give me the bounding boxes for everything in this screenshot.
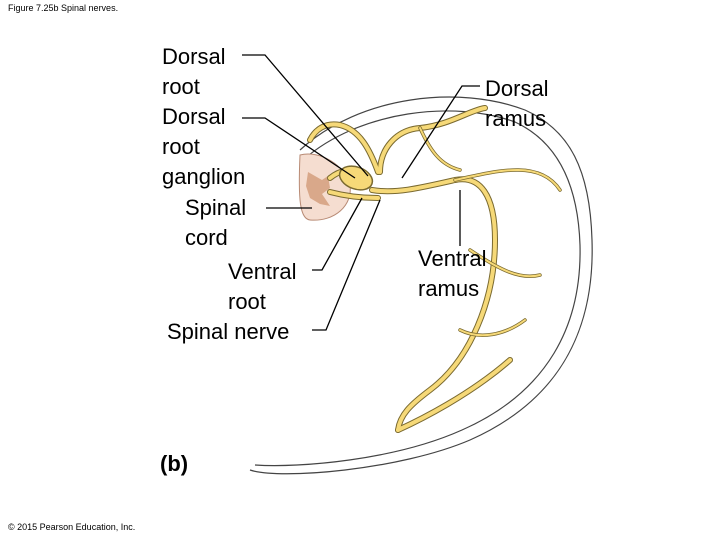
label-spinal-nerve: Spinal nerve [167, 319, 290, 344]
label-ventral-ramus: Ventral ramus [418, 246, 487, 301]
figure-caption: Figure 7.25b Spinal nerves. [8, 3, 119, 13]
leader-dorsal-ramus [401, 85, 480, 179]
body-wall-outline [249, 96, 593, 475]
label-dorsal-ramus: Dorsal ramus [485, 76, 549, 131]
nerve-branches [307, 105, 562, 433]
spinal-cord [298, 153, 351, 221]
label-ventral-root: Ventral root [228, 259, 297, 314]
leader-ventral-root [312, 197, 363, 271]
label-spinal-cord: Spinal cord [185, 195, 247, 250]
leader-dorsal-root [242, 54, 369, 177]
label-dorsal-root-ganglion: Dorsal root ganglion [162, 104, 246, 189]
leader-spinal-nerve [312, 199, 381, 331]
panel-label: (b) [160, 451, 189, 476]
gray-matter [306, 172, 330, 206]
leader-dorsal-root-ganglion [242, 117, 356, 179]
leader-lines [242, 54, 480, 331]
label-dorsal-root: Dorsal root [162, 44, 226, 99]
copyright-notice: © 2015 Pearson Education, Inc. [8, 522, 136, 532]
